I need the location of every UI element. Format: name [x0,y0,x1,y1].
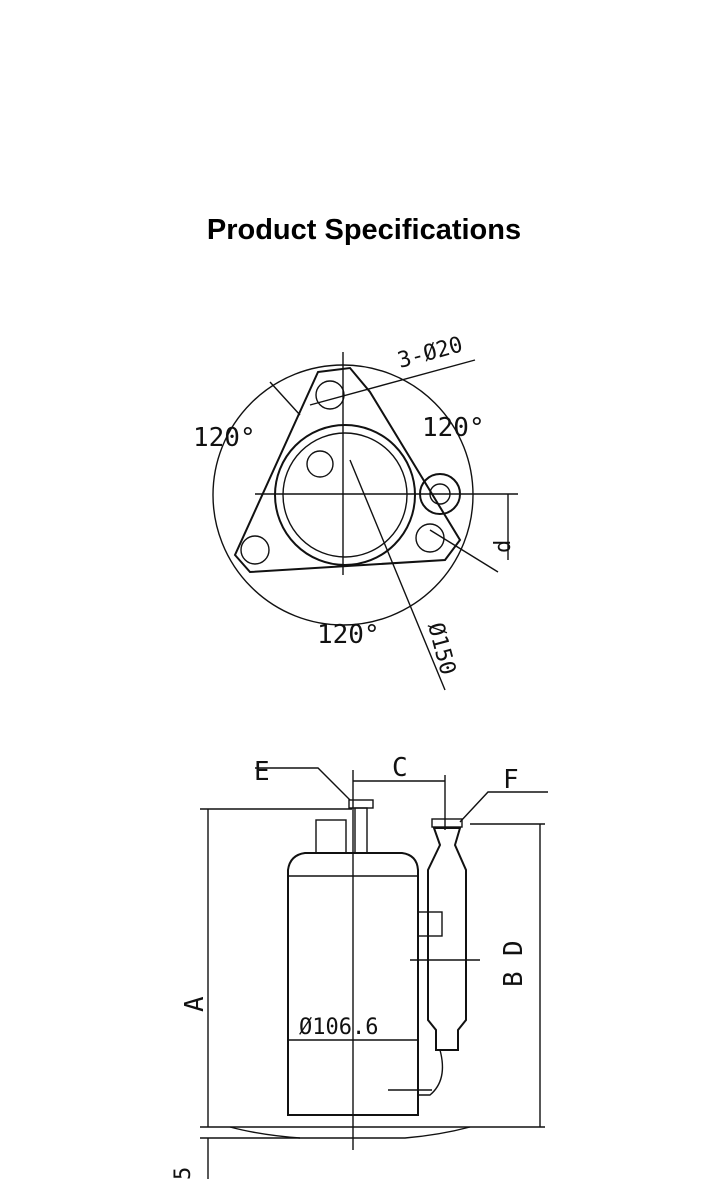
dimension-line [269,381,301,416]
discharge-pipe [354,807,368,854]
top-view: 3-Ø20 120° 120° 120° Ø150 d [193,333,518,691]
label-e: E [254,757,270,787]
label-c: C [392,753,408,783]
mount-hole-right [415,523,445,553]
hole-label: 3-Ø20 [395,333,465,374]
accumulator [427,827,467,1051]
leader-f [459,791,548,823]
terminal-cover [315,819,347,854]
angle-bottom-label: 120° [317,620,380,650]
leader-e [255,767,351,801]
accumulator-cap [431,818,463,828]
accumulator-bracket [417,911,443,937]
shell-inner [282,432,408,558]
suction-pipe [418,1049,444,1096]
base-height-label: 5 [171,1167,196,1179]
page-title: Product Specifications [206,214,522,246]
mount-hole-left [240,535,270,565]
hole-leader [309,359,476,406]
diameter-leader [349,459,446,691]
offset-leader [429,529,499,573]
offset-label: d [491,540,516,553]
terminal [306,450,334,478]
mount-hole-top [315,380,345,410]
base-plate [229,1126,471,1139]
compressor-shell [287,852,419,1116]
discharge-cap [348,799,374,809]
angle-right-label: 120° [422,413,485,443]
label-b: B [499,971,529,987]
mounting-plate [233,366,462,574]
label-f: F [503,765,519,795]
label-d: D [499,940,529,956]
angle-left-label: 120° [193,423,256,453]
side-view: E C F D B A Ø106.6 5 [171,753,548,1179]
label-a: A [180,996,210,1012]
shell-outer [274,424,416,566]
shell-diameter-label: Ø106.6 [299,1015,378,1040]
